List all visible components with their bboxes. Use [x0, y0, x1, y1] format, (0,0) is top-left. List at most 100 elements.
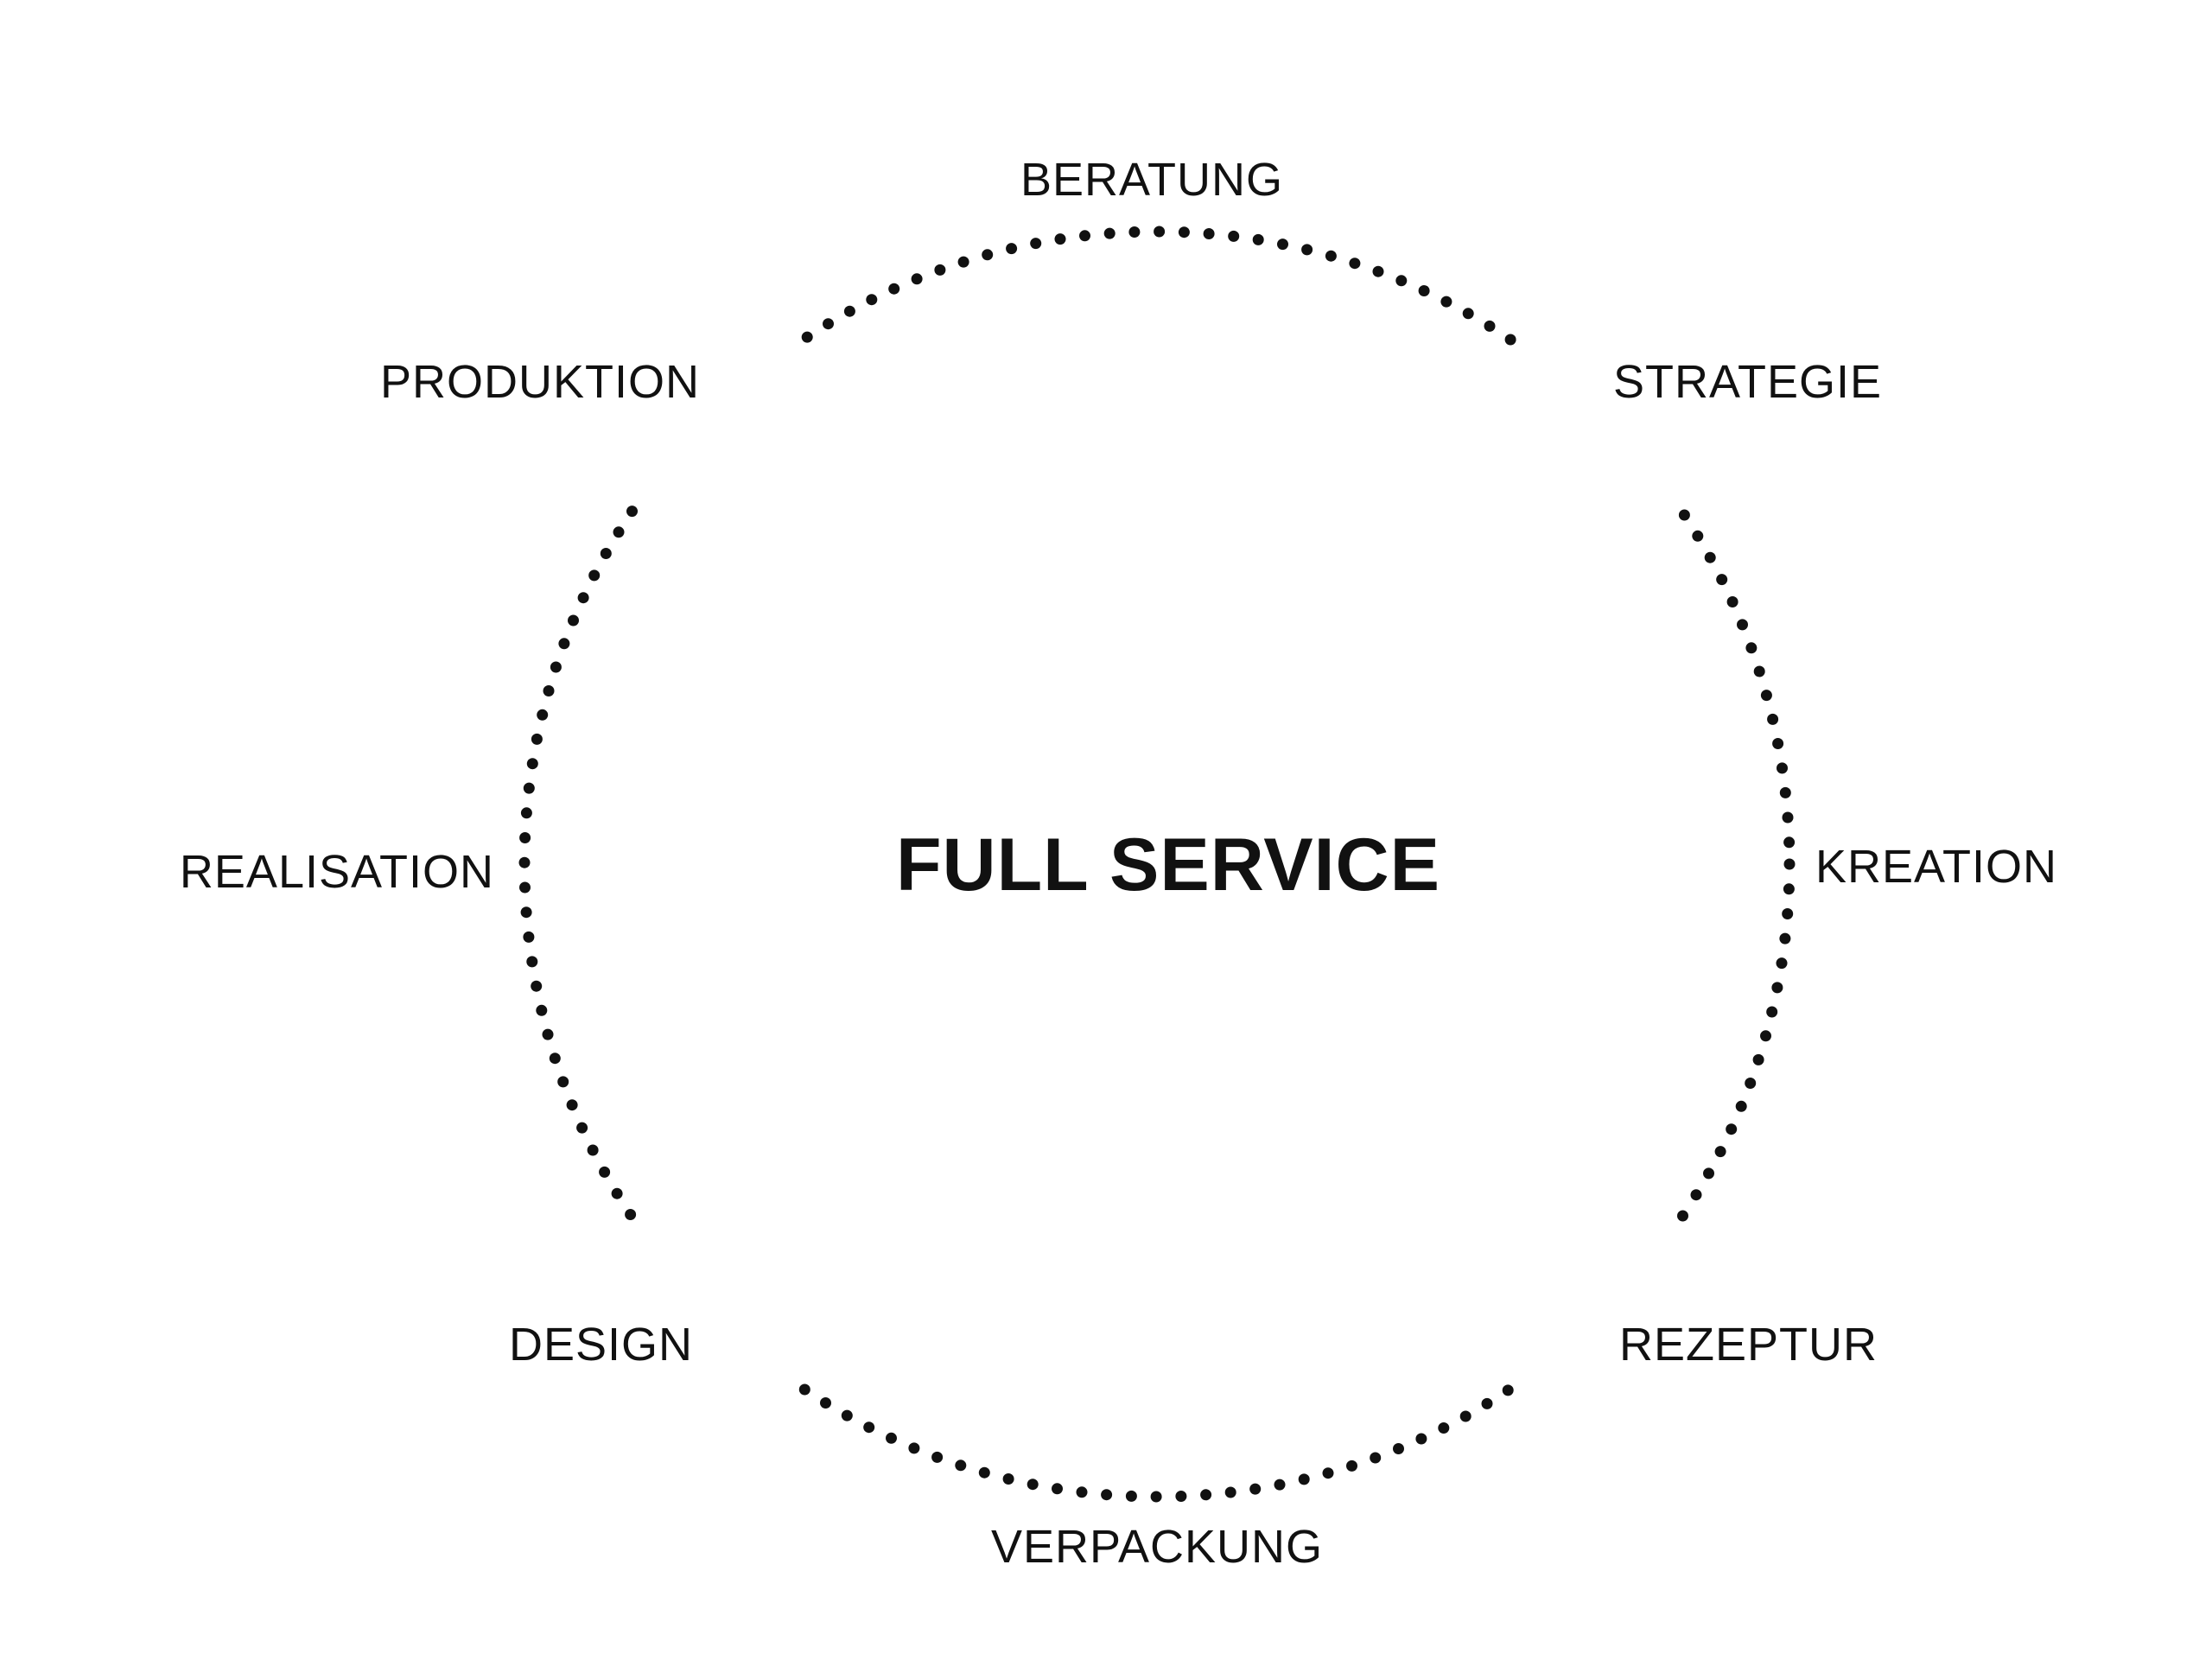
ring-dot — [599, 1166, 611, 1178]
ring-dot — [577, 592, 589, 604]
ring-dot — [549, 1053, 561, 1065]
ring-dot — [576, 1122, 588, 1134]
ring-dot — [820, 1397, 831, 1409]
ring-dot — [1052, 1483, 1063, 1495]
ring-dot — [908, 1442, 920, 1454]
ring-dot — [843, 305, 855, 317]
ring-dot — [1735, 1100, 1747, 1112]
ring-dot — [1440, 296, 1452, 308]
ring-dot — [1175, 1491, 1187, 1502]
ring-dot — [934, 264, 946, 276]
ring-dot — [1349, 258, 1361, 270]
ring-dot — [1150, 1491, 1162, 1503]
ring-dot — [1777, 762, 1788, 774]
ring-dot — [1692, 530, 1704, 542]
ring-dot — [1704, 551, 1716, 563]
ring-dot — [1252, 233, 1264, 245]
ring-dot — [1678, 509, 1690, 521]
ring-dot — [1767, 713, 1779, 725]
center-title: FULL SERVICE — [896, 824, 1440, 906]
ring-dot — [1771, 982, 1783, 994]
ring-dot — [520, 807, 532, 819]
ring-dot — [888, 283, 900, 295]
ring-dot — [823, 318, 834, 330]
ring-dot — [1783, 858, 1796, 870]
ring-dot — [531, 733, 543, 745]
ring-dot — [1782, 908, 1794, 919]
ring-dot — [866, 294, 878, 306]
ring-dot — [1703, 1167, 1714, 1180]
ring-dot — [978, 1466, 990, 1479]
ring-dot — [1002, 1473, 1014, 1485]
ring-dot — [600, 548, 612, 559]
ring-dot — [1200, 1489, 1212, 1501]
ring-dot — [611, 1187, 623, 1199]
ring-dot — [1178, 226, 1190, 238]
ring-dot — [1054, 233, 1066, 245]
ring-dot — [1415, 1433, 1427, 1445]
ring-dot — [1079, 230, 1090, 242]
ring-dot — [626, 506, 638, 518]
ring-dot — [1459, 1410, 1471, 1422]
ring-dot — [1714, 1146, 1726, 1158]
ring-dot — [1030, 238, 1042, 250]
ring-dot — [886, 1432, 897, 1444]
ring-dot — [1076, 1486, 1088, 1498]
ring-dot — [613, 526, 625, 538]
ring-dot — [520, 906, 532, 919]
ring-dot — [955, 1460, 967, 1472]
ring-dot — [537, 709, 549, 721]
ring-dot — [863, 1421, 875, 1434]
ring-dot — [1128, 226, 1141, 238]
ring-dot — [558, 638, 570, 650]
node-label-kreation: KREATION — [1815, 841, 2057, 893]
ring-dot — [1395, 275, 1408, 287]
ring-dot — [1322, 1467, 1334, 1479]
ring-dot — [1154, 226, 1166, 238]
ring-dot — [557, 1076, 569, 1088]
ring-dot — [1298, 1473, 1310, 1485]
node-label-produktion: PRODUKTION — [380, 356, 700, 408]
ring-dot — [1418, 285, 1430, 296]
ring-dot — [1745, 642, 1758, 654]
ring-dot — [523, 782, 535, 794]
ring-dot — [841, 1409, 853, 1421]
ring-dot — [1203, 228, 1215, 239]
node-label-strategie: STRATEGIE — [1613, 356, 1882, 408]
ring-dot — [531, 980, 543, 992]
ring-dot — [1027, 1479, 1039, 1491]
ring-dot — [1745, 1078, 1757, 1089]
ring-dot — [1776, 957, 1788, 970]
ring-dot — [1502, 1384, 1514, 1396]
ring-dot — [931, 1451, 944, 1463]
dotted-circle — [518, 226, 1796, 1503]
ring-dot — [1301, 244, 1313, 256]
ring-dot — [1783, 836, 1796, 849]
ring-dot — [526, 956, 538, 968]
ring-dot — [518, 856, 531, 868]
ring-dot — [1481, 1397, 1493, 1409]
ring-dot — [1346, 1460, 1357, 1472]
ring-dot — [1101, 1489, 1113, 1501]
ring-dot — [1462, 308, 1474, 320]
ring-dot — [568, 614, 579, 626]
ring-dot — [1228, 230, 1240, 242]
ring-dot — [1726, 1123, 1738, 1135]
node-label-design: DESIGN — [509, 1319, 693, 1371]
ring-dot — [911, 273, 923, 285]
ring-dot — [1224, 1486, 1236, 1498]
ring-dot — [550, 661, 562, 673]
ring-dot — [1726, 596, 1738, 607]
ring-dot — [542, 1028, 554, 1040]
ring-dot — [1772, 738, 1784, 749]
ring-dot — [1752, 1053, 1764, 1065]
ring-dot — [1766, 1006, 1778, 1018]
ring-dot — [1249, 1483, 1262, 1495]
ring-dot — [1760, 1030, 1771, 1042]
ring-dot — [1677, 1210, 1688, 1222]
ring-dot — [957, 256, 969, 268]
ring-dot — [536, 1004, 548, 1016]
ring-dot — [625, 1209, 637, 1220]
ring-dot — [587, 1144, 599, 1156]
